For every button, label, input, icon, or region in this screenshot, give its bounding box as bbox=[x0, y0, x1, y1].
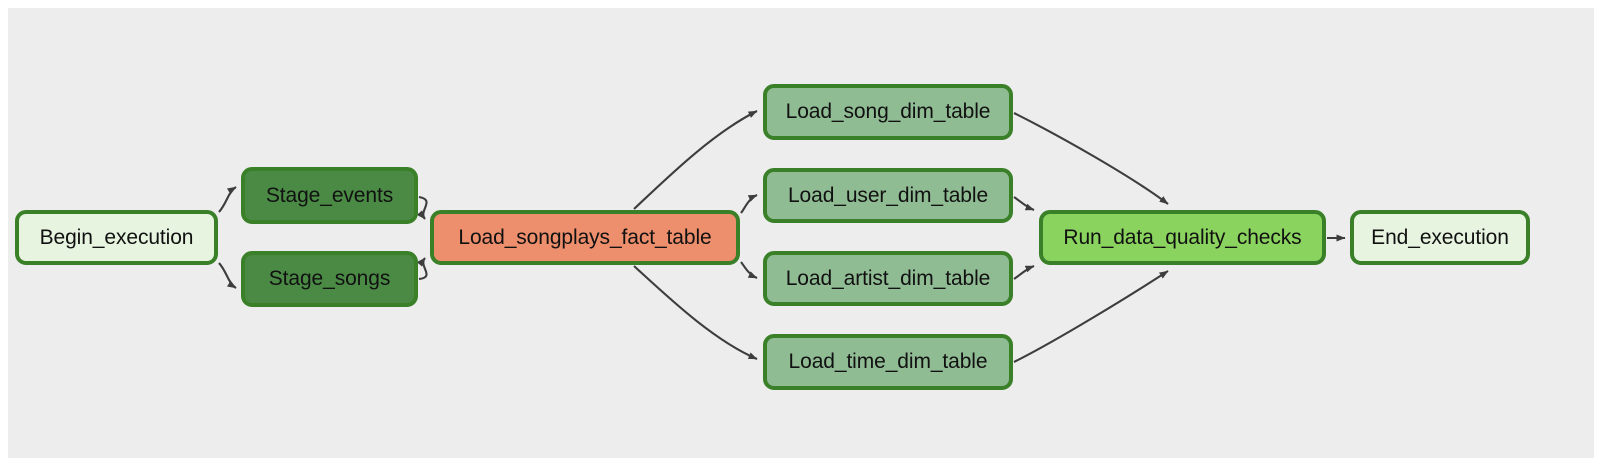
dag-node-load-song-dim-table[interactable]: Load_song_dim_table bbox=[763, 84, 1013, 140]
dag-node-label: Load_artist_dim_table bbox=[785, 266, 991, 290]
dag-node-run-data-quality-checks[interactable]: Run_data_quality_checks bbox=[1039, 210, 1326, 265]
dag-node-label: Stage_songs bbox=[268, 267, 391, 290]
dag-node-label: Load_user_dim_table bbox=[787, 183, 989, 207]
dag-node-load-time-dim-table[interactable]: Load_time_dim_table bbox=[763, 334, 1013, 390]
dag-node-label: Load_song_dim_table bbox=[785, 100, 991, 123]
dag-node-load-user-dim-table[interactable]: Load_user_dim_table bbox=[763, 168, 1013, 223]
dag-node-label: Run_data_quality_checks bbox=[1063, 225, 1302, 249]
dag-node-load-artist-dim-table[interactable]: Load_artist_dim_table bbox=[763, 251, 1013, 306]
dag-node-stage-events[interactable]: Stage_events bbox=[241, 167, 418, 224]
dag-node-label: Begin_execution bbox=[39, 225, 194, 249]
dag-node-label: End_execution bbox=[1371, 225, 1509, 249]
dag-node-label: Stage_events bbox=[265, 183, 394, 207]
dag-node-end-execution[interactable]: End_execution bbox=[1350, 210, 1530, 265]
dag-node-load-songplays-fact-table[interactable]: Load_songplays_fact_table bbox=[430, 210, 740, 265]
dag-node-label: Load_songplays_fact_table bbox=[458, 225, 712, 249]
dag-node-stage-songs[interactable]: Stage_songs bbox=[241, 251, 418, 307]
dag-node-label: Load_time_dim_table bbox=[788, 350, 988, 373]
dag-node-begin-execution[interactable]: Begin_execution bbox=[15, 210, 218, 265]
